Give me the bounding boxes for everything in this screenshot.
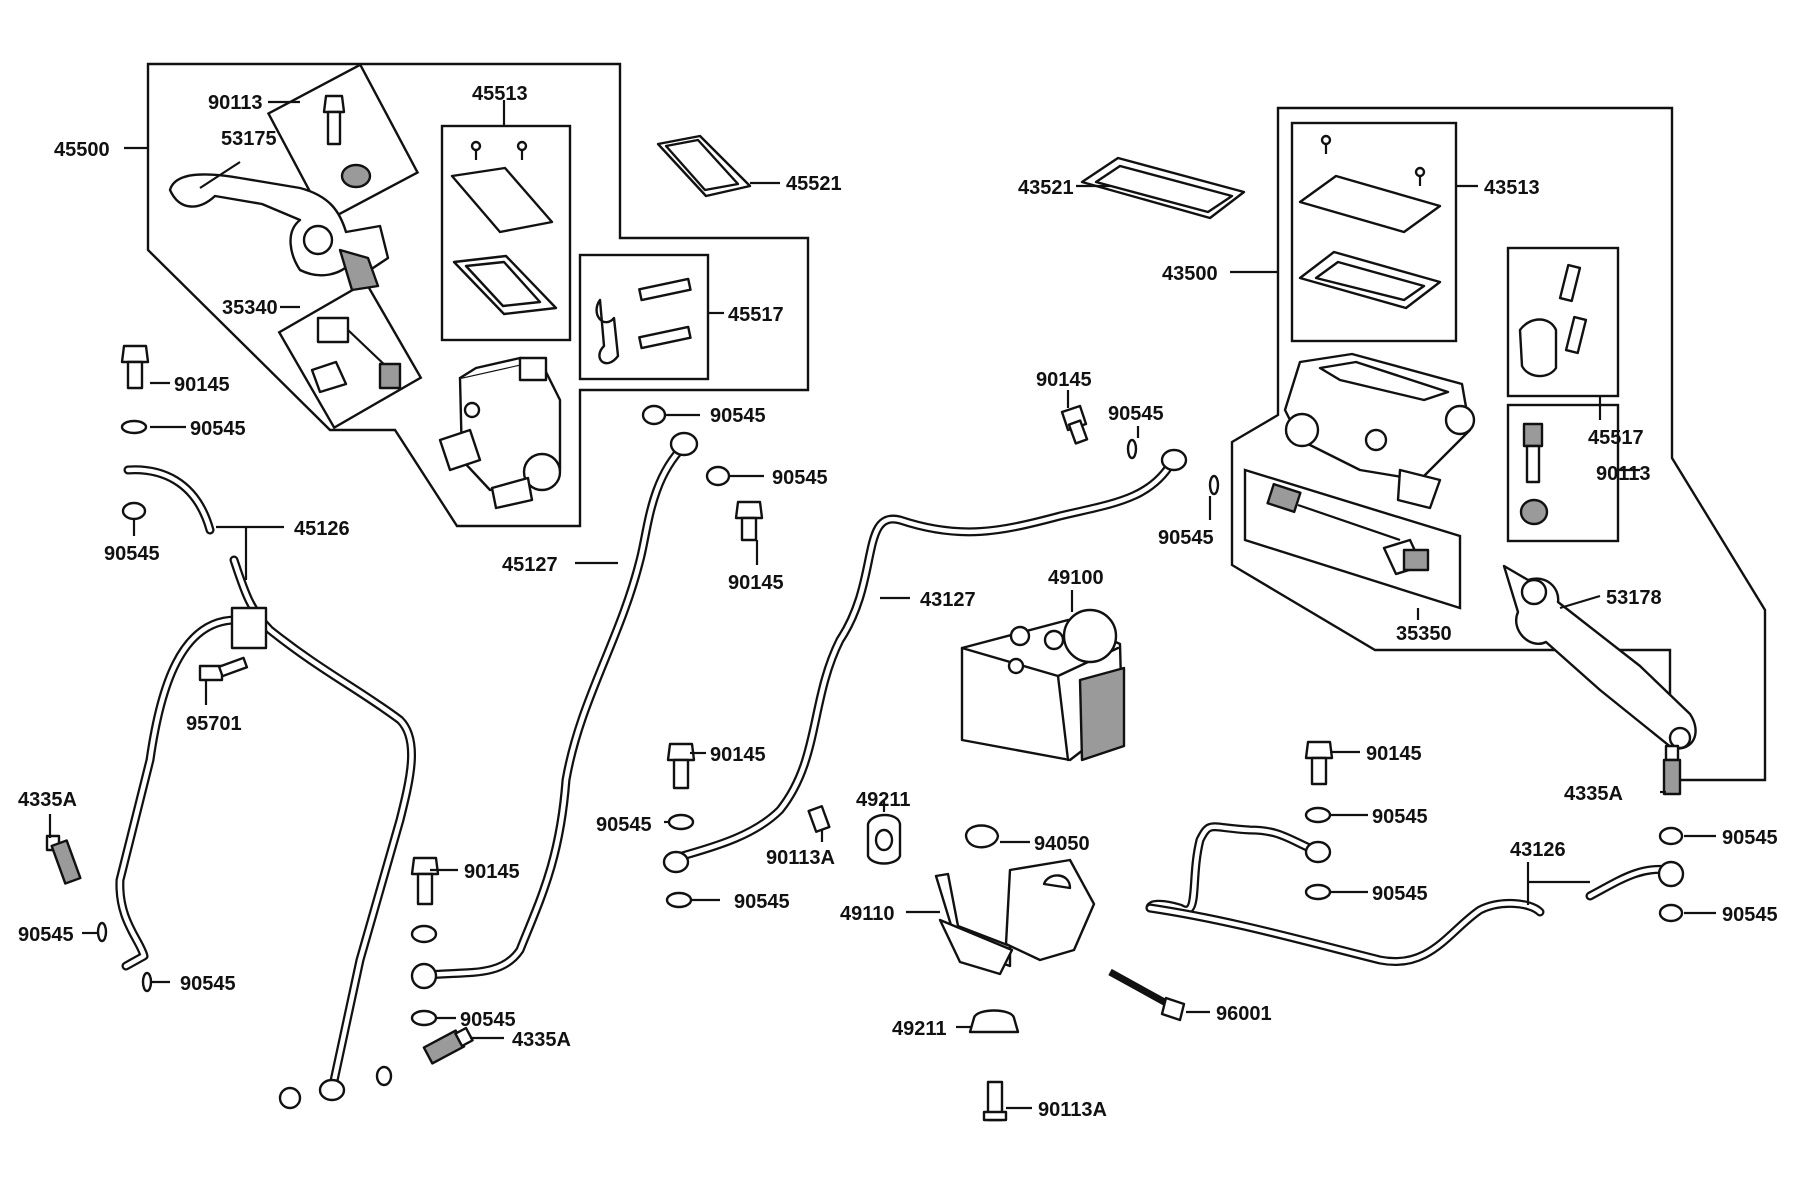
label-90545: 90545 xyxy=(1722,904,1778,926)
reservoir-cap-45513 xyxy=(450,140,558,316)
label-95701: 95701 xyxy=(186,713,242,735)
label-35340: 35340 xyxy=(222,297,278,319)
grommets-49211-94050 xyxy=(866,813,1020,1034)
bleeder-90113A xyxy=(807,805,1008,1122)
label-90113A: 90113A xyxy=(766,847,835,869)
label-90545: 90545 xyxy=(1722,827,1778,849)
leader-lines xyxy=(48,100,1716,1110)
bolt-95701 xyxy=(198,656,249,682)
bracket-49110 xyxy=(934,858,1096,976)
brake-hose-43127 xyxy=(662,448,1188,874)
label-45513: 45513 xyxy=(472,83,528,105)
subbox-90113-right xyxy=(1506,403,1620,543)
brake-hose-45127 xyxy=(410,431,699,990)
label-45126: 45126 xyxy=(294,518,350,540)
label-45500: 45500 xyxy=(54,139,110,161)
label-90545: 90545 xyxy=(104,543,160,565)
label-90145: 90145 xyxy=(174,374,230,396)
banjo-bolt-icon xyxy=(120,344,1334,906)
label-43500: 43500 xyxy=(1162,263,1218,285)
label-43521: 43521 xyxy=(1018,177,1074,199)
brake-switch-35350 xyxy=(1266,482,1430,576)
reservoir-cap-43513 xyxy=(1298,134,1442,310)
label-45517: 45517 xyxy=(728,304,784,326)
label-90545: 90545 xyxy=(1372,806,1428,828)
label-53178: 53178 xyxy=(1606,587,1662,609)
label-35350: 35350 xyxy=(1396,623,1452,645)
label-90145: 90145 xyxy=(1366,743,1422,765)
subbox-35350 xyxy=(1243,468,1462,610)
label-90145: 90145 xyxy=(1036,369,1092,391)
clamp-and-bolts-45517-left xyxy=(595,277,692,365)
subbox-45517-right xyxy=(1506,246,1620,398)
gasket-43521 xyxy=(1080,156,1246,220)
abs-modulator-49100 xyxy=(960,608,1126,762)
gasket-45521 xyxy=(656,134,752,198)
label-43126: 43126 xyxy=(1510,839,1566,861)
label-90145: 90145 xyxy=(710,744,766,766)
label-90145: 90145 xyxy=(728,572,784,594)
label-90545: 90545 xyxy=(710,405,766,427)
label-90545: 90545 xyxy=(1372,883,1428,905)
brake-hose-45126 xyxy=(115,465,416,1102)
group-outline-45500 xyxy=(146,62,810,528)
label-90545: 90545 xyxy=(1158,527,1214,549)
label-45517: 45517 xyxy=(1588,427,1644,449)
label-96001: 96001 xyxy=(1216,1003,1272,1025)
label-49211: 49211 xyxy=(856,789,911,811)
label-4335A: 4335A xyxy=(512,1029,571,1051)
brake-hose-43126 xyxy=(1145,822,1685,966)
label-90545: 90545 xyxy=(772,467,828,489)
label-90545: 90545 xyxy=(734,891,790,913)
label-90113A: 90113A xyxy=(1038,1099,1107,1121)
label-49110: 49110 xyxy=(840,903,895,925)
label-90545: 90545 xyxy=(180,973,236,995)
master-cylinder-body-right xyxy=(1283,352,1476,510)
subbox-35340 xyxy=(277,280,423,430)
clamp-and-bolts-45517-right xyxy=(1518,263,1588,378)
label-43127: 43127 xyxy=(920,589,976,611)
brake-switch-35340 xyxy=(310,316,402,394)
label-90545: 90545 xyxy=(460,1009,516,1031)
label-90113: 90113 xyxy=(208,92,263,114)
master-cylinder-body-left xyxy=(438,356,562,510)
label-4335A: 4335A xyxy=(18,789,77,811)
bolt-and-nut-90113-right xyxy=(1519,422,1549,526)
subbox-45517-left xyxy=(578,253,710,381)
label-49211: 49211 xyxy=(892,1018,947,1040)
label-90545: 90545 xyxy=(1108,403,1164,425)
label-90113: 90113 xyxy=(1596,463,1651,485)
label-43513: 43513 xyxy=(1484,177,1540,199)
brake-lever-53178 xyxy=(1502,564,1697,750)
label-90545: 90545 xyxy=(596,814,652,836)
part-labels: 45500 90113 53175 45513 45521 35340 4551… xyxy=(18,83,1778,1121)
label-45521: 45521 xyxy=(786,173,842,195)
sealing-washer-icon xyxy=(96,404,1684,1110)
label-90145: 90145 xyxy=(464,861,520,883)
subbox-90113-left xyxy=(266,63,420,223)
label-49100: 49100 xyxy=(1048,567,1104,589)
label-45127: 45127 xyxy=(502,554,558,576)
brake-lever-53175 xyxy=(168,173,390,292)
label-53175: 53175 xyxy=(221,128,277,150)
label-4335A: 4335A xyxy=(1564,783,1623,805)
subbox-45513 xyxy=(440,124,572,342)
label-90545: 90545 xyxy=(18,924,74,946)
subbox-43513 xyxy=(1290,121,1458,343)
bolt-and-nut-90113-left xyxy=(322,94,372,189)
label-94050: 94050 xyxy=(1034,833,1090,855)
label-90545: 90545 xyxy=(190,418,246,440)
pressure-switch-icon xyxy=(45,744,1682,1065)
bolt-96001 xyxy=(1108,968,1186,1022)
